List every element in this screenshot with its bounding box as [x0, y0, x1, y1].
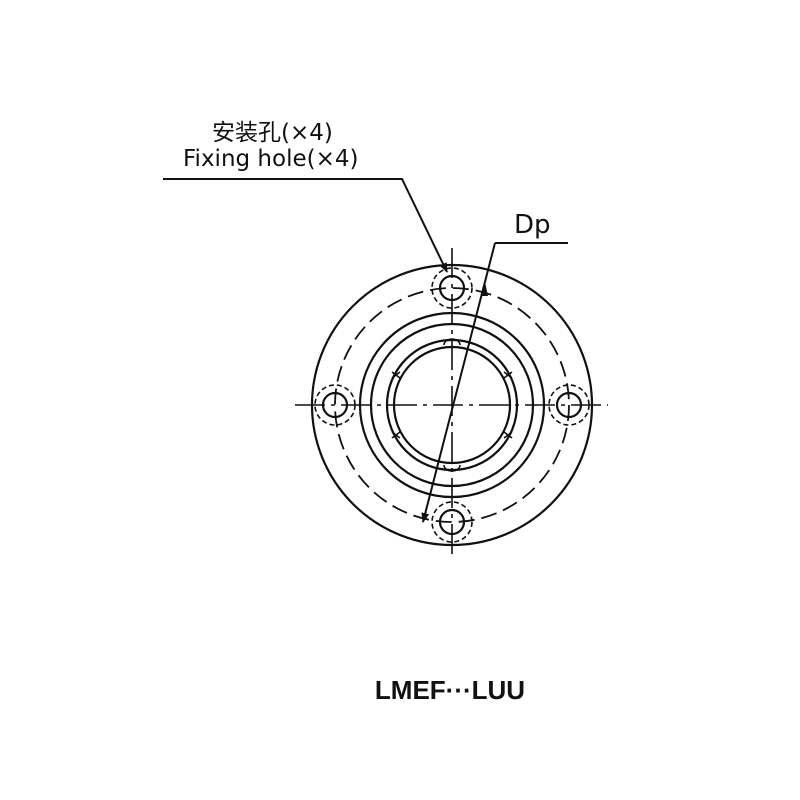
- dp-label: Dp: [514, 210, 551, 240]
- center-lines: [295, 248, 608, 560]
- fixing-hole-label-en: Fixing hole(×4): [183, 146, 359, 172]
- bolt-circle: [334, 287, 570, 523]
- fixing-hole-label-cn: 安装孔(×4): [212, 120, 333, 146]
- ball-marks: [391, 338, 513, 472]
- fixing-hole-leader: [163, 178, 448, 273]
- model-title: LMEF···LUU: [374, 675, 526, 705]
- dp-arrow-top: [481, 282, 488, 296]
